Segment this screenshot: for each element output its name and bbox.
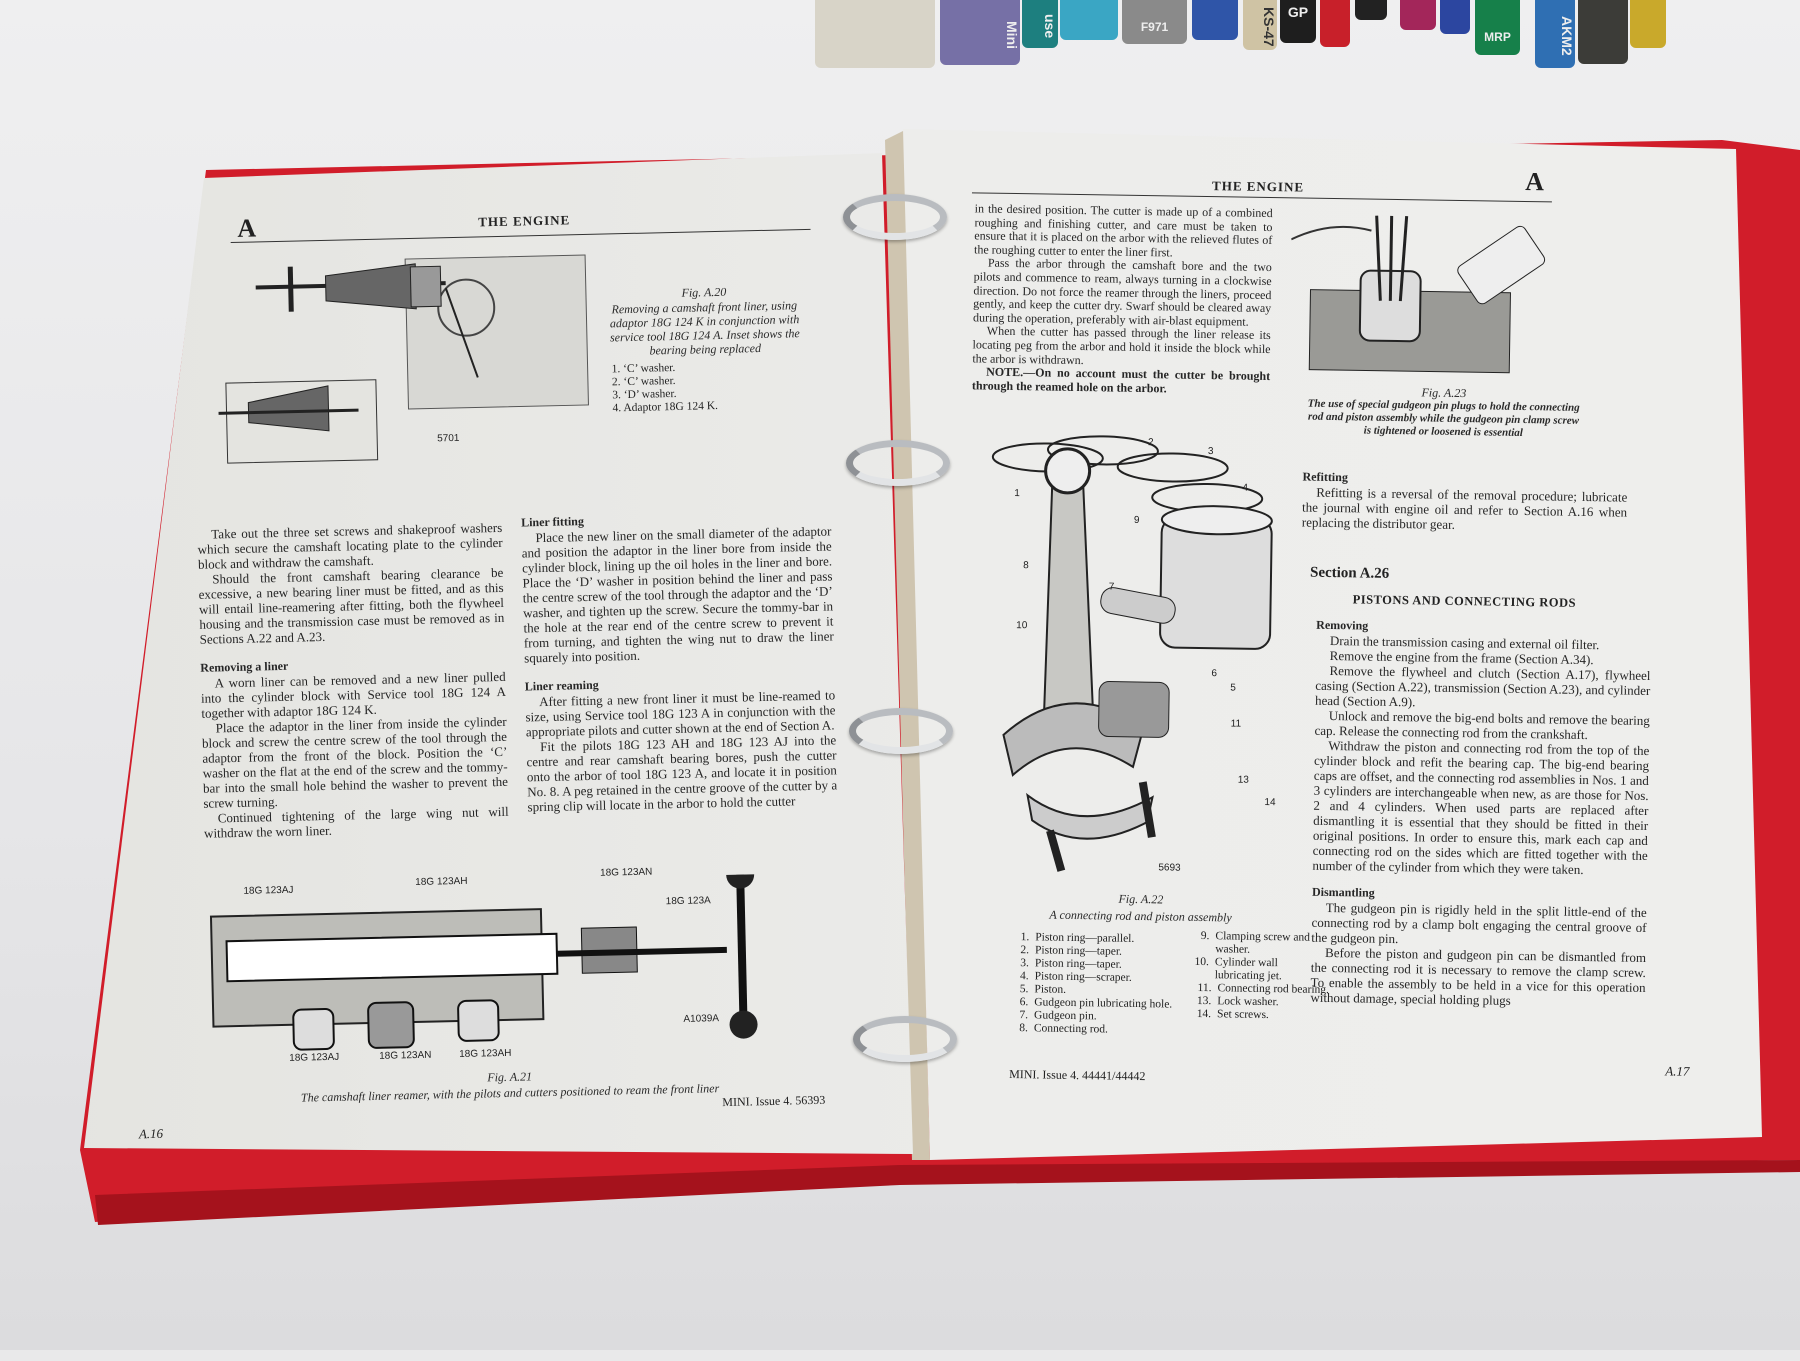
book-spine: GP [1280,0,1316,43]
fig21-illustration [209,872,758,1051]
legend-text: Piston. [1034,983,1067,996]
book-spine [1630,0,1666,48]
legend-item: 14. Set screws. [1189,1008,1329,1023]
paragraph: The gudgeon pin is rigidly held in the s… [1311,899,1647,947]
fig23-caption: The use of special gudgeon pin plugs to … [1307,397,1580,440]
section-number: Section A.26 [1309,564,1390,582]
legend-text: Set screws. [1217,1008,1269,1022]
legend-number: 1. [1020,931,1030,944]
paragraph: Pass the arbor through the camshaft bore… [972,255,1272,329]
book-spine: MRP [1475,0,1520,55]
book-spine: AKM2 [1535,0,1575,68]
section-body: Removing Drain the transmission casing a… [1310,614,1651,1010]
paragraph: Refitting is a reversal of the removal p… [1301,484,1628,532]
legend-text: Clamping screw and washer. [1215,930,1311,956]
fig22-callout: 14 [1264,796,1276,809]
section-letter: A [1524,167,1545,197]
fig22-callout: 3 [1207,446,1214,458]
fig22-callout: 10 [1016,620,1028,632]
paragraph: When the cutter has passed through the l… [972,323,1271,367]
fig22-label: Fig. A.22 [1118,891,1164,907]
legend-number: 7. [1019,1009,1029,1022]
fig22-legend-left: 1.Piston ring—parallel.2.Piston ring—tap… [1006,931,1198,1038]
legend-number: 8. [1019,1022,1028,1035]
fig22-callout: 7 [1108,581,1115,593]
fig22-callout: 6 [1211,668,1218,680]
fig22-callout: 5 [1230,682,1236,694]
book-spine [815,0,935,68]
legend-item: 8. Connecting rod. [1006,1022,1196,1038]
legend-item: 9. Clamping screw and washer. [1190,930,1330,958]
note: NOTE.—On no account must the cutter be b… [971,364,1271,396]
fig22-callout: 11 [1230,718,1242,730]
legend-number: 13. [1196,994,1212,1008]
legend-number: 4. [1019,970,1029,983]
book-spine [1578,0,1628,64]
book-spine [1192,0,1238,40]
page-number: A.17 [1665,1063,1690,1079]
book-spine: F971 [1122,0,1187,44]
legend-number: 2. [1020,944,1030,957]
legend-number: 6. [1019,996,1029,1009]
fig22-callout: 13 [1237,774,1249,786]
legend-number: 10. [1194,955,1210,969]
book-spine [1355,0,1387,20]
binder-ring [849,708,953,754]
book-spine [1320,0,1350,47]
book-spine: KS-47 [1243,0,1277,50]
fig23-illustration [1290,215,1546,374]
legend-number: 11. [1197,981,1212,995]
fig22-callout: 9 [1133,514,1140,526]
legend-text: Cylinder wall lubricating jet. [1214,956,1282,983]
fig22-callout: 2 [1147,437,1154,449]
fig22-caption: A connecting rod and piston assembly [1049,907,1232,925]
book-spine [1400,0,1436,30]
fig22-callout: 1 [1014,488,1020,500]
legend-item: 10. Cylinder wall lubricating jet. [1190,956,1330,984]
section-title: PISTONS AND CONNECTING RODS [1352,592,1577,610]
fig20-illustration [214,254,589,464]
legend-number: 5. [1019,983,1029,996]
book-spine [1440,0,1470,34]
legend-text: Lock washer. [1217,995,1279,1009]
legend-number: 9. [1200,930,1210,943]
refitting-block: Refitting Refitting is a reversal of the… [1302,466,1628,535]
right-column-1: in the desired position. The cutter is m… [971,201,1273,397]
legend-number: 3. [1020,957,1029,970]
binder-ring [853,1016,957,1062]
book-spine: use [1022,0,1058,48]
page-header: THE ENGINE [1212,178,1305,195]
legend-text: Piston ring—taper. [1034,944,1123,958]
fig22-callout: 8 [1023,560,1029,572]
legend-number: 14. [1196,1007,1212,1021]
paragraph: Remove the flywheel and clutch (Section … [1314,662,1651,710]
paragraph: Withdraw the piston and connecting rod f… [1312,737,1650,878]
binder-ring [846,440,950,486]
fig22-plate-number: 5693 [1158,862,1181,874]
binder-ring [843,194,947,240]
legend-text: Connecting rod. [1033,1022,1109,1036]
book-spine: Mini [940,0,1020,65]
page-footer: MINI. Issue 4. 44441/44442 [1009,1067,1146,1084]
fig22-callout: 4 [1242,482,1249,494]
book-spine [1060,0,1118,40]
paragraph: in the desired position. The cutter is m… [973,201,1273,260]
fig22-legend-right: 9. Clamping screw and washer. 10. Cylinder … [1189,930,1330,1023]
paragraph: Before the piston and gudgeon pin can be… [1310,944,1647,1008]
legend-text: Gudgeon pin. [1033,1009,1097,1023]
fig22-illustration [991,435,1273,872]
